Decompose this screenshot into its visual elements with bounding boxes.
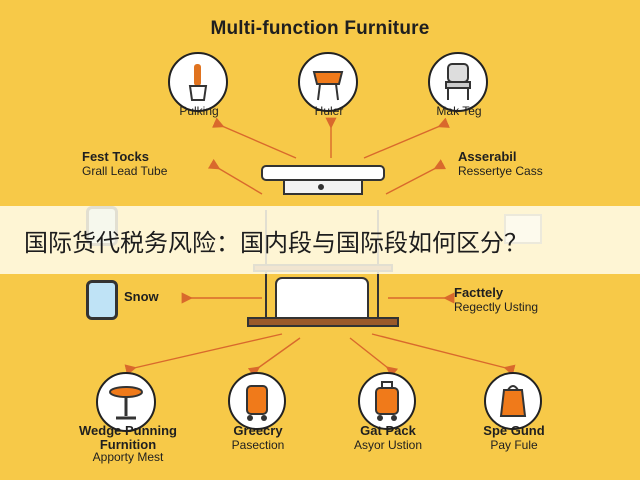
bottom-item-sub: Pasection [231, 438, 285, 452]
bottom-item-label: Wedge Punning Furnition [79, 423, 177, 452]
left-note-heading: Snow [124, 289, 159, 304]
right-note-heading: Asserabil [458, 149, 517, 164]
bottom-item-label: Gat Pack [360, 423, 416, 438]
broom-icon [168, 52, 228, 112]
right-note-1: Asserabil Ressertye Cass [458, 149, 543, 179]
bottom-item-label: Greecry [233, 423, 283, 438]
bag-icon [484, 372, 542, 430]
phone-icon [86, 280, 118, 320]
left-note-1: Fest Tocks Grall Lead Tube [82, 149, 168, 179]
right-note-2: Facttely Regectly Usting [454, 285, 539, 315]
top-item-label: Huler [314, 104, 344, 118]
left-note-heading: Fest Tocks [82, 149, 149, 164]
bottom-item-sub: Asyor Ustion [353, 438, 423, 452]
stool-icon [298, 52, 358, 112]
suitcase-icon [358, 372, 416, 430]
top-item-label: Mak Teg [436, 104, 482, 118]
table-icon [96, 372, 156, 432]
bottom-item-sub: Pay Fule [490, 438, 538, 452]
left-note-text: Grall Lead Tube [82, 164, 168, 178]
left-note-2: Snow [124, 290, 159, 304]
cart-icon [228, 372, 286, 430]
top-item-label: Pulking [179, 104, 219, 118]
headline-banner: 国际货代税务风险：国内段与国际段如何区分？ [0, 206, 640, 274]
bottom-item-label: Spe Gund [483, 423, 545, 438]
right-note-text: Regectly Usting [454, 300, 539, 314]
right-note-text: Ressertye Cass [458, 164, 543, 178]
banner-text: 国际货代税务风险：国内段与国际段如何区分？ [24, 228, 528, 257]
right-note-heading: Facttely [454, 285, 504, 300]
diagram-title: Multi-function Furniture [210, 18, 430, 39]
chair-icon [428, 52, 488, 112]
bottom-item-sub: Apporty Mest [92, 450, 164, 464]
